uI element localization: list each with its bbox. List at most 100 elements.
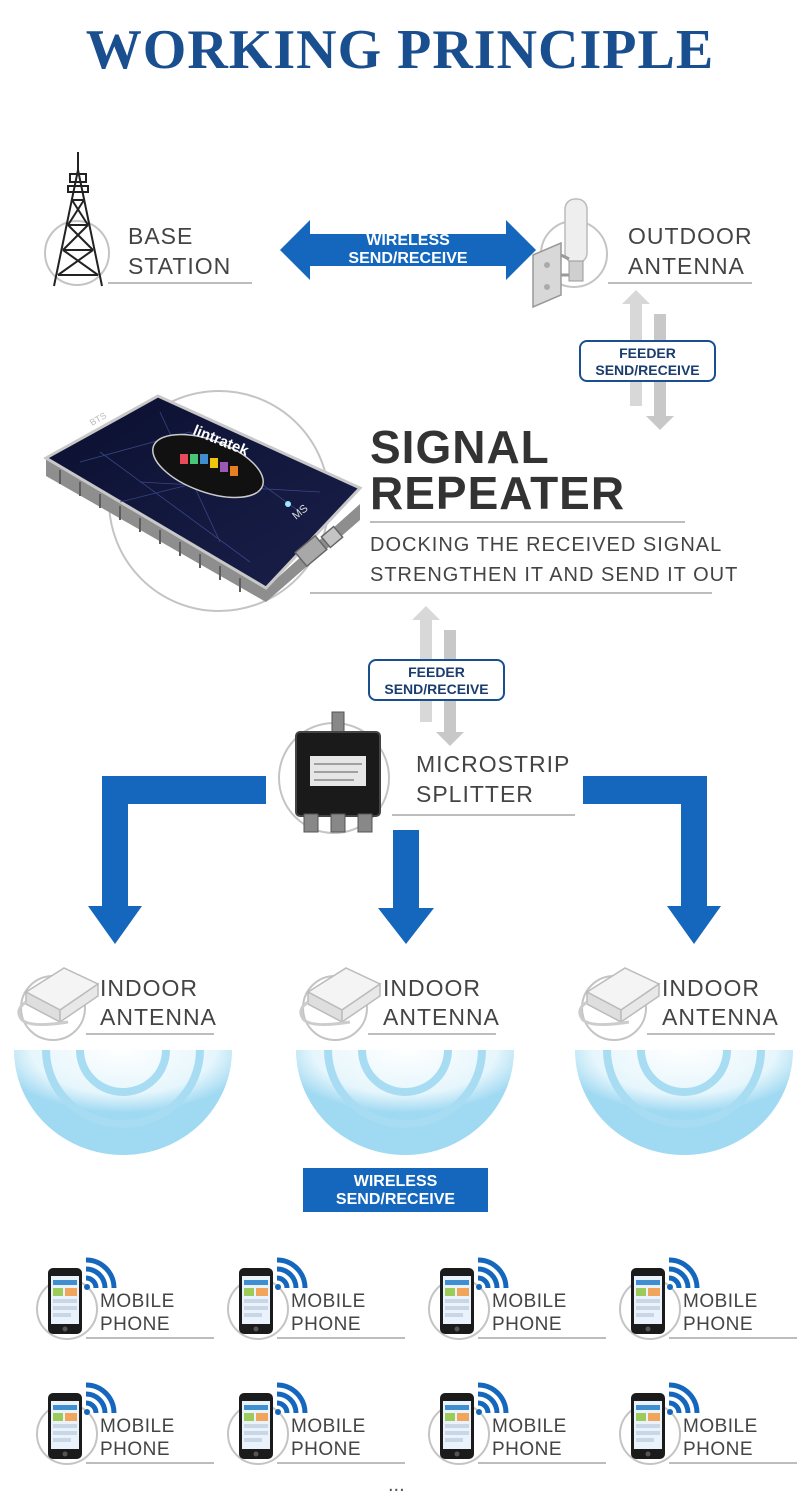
feeder-top-label-2: SEND/RECEIVE (595, 362, 700, 378)
splitter-icon (295, 711, 381, 833)
outdoor-antenna-underline (608, 282, 752, 284)
phone-label-2: PHONE (291, 1314, 362, 1335)
wifi-signal-icon (275, 1257, 308, 1290)
phone-item: MOBILE PHONE (428, 1381, 618, 1481)
outdoor-antenna-icon (532, 198, 588, 309)
phone-icon (631, 1268, 665, 1334)
phone-item: MOBILE PHONE (619, 1381, 800, 1481)
phone-label-1: MOBILE (100, 1416, 175, 1437)
feeder-bottom-box: FEEDER SEND/RECEIVE (368, 659, 505, 701)
phone-underline (669, 1337, 797, 1339)
wireless-bottom-label-1: WIRELESS (353, 1173, 438, 1190)
wave-group (296, 1049, 514, 1155)
base-station-label-1: BASE (128, 223, 194, 249)
phone-underline (478, 1462, 606, 1464)
wifi-signal-icon (476, 1382, 509, 1415)
indoor-antenna-label-2: ANTENNA (383, 1004, 500, 1030)
indoor-antenna-icon (299, 967, 382, 1027)
feeder-top-box: FEEDER SEND/RECEIVE (579, 340, 716, 382)
repeater-title-underline (370, 521, 685, 523)
wifi-signal-icon (476, 1257, 509, 1290)
feeder-bottom-label-2: SEND/RECEIVE (384, 681, 489, 697)
phone-icon (48, 1393, 82, 1459)
wifi-signal-icon (667, 1257, 700, 1290)
base-station-label-2: STATION (128, 253, 232, 279)
phone-label-1: MOBILE (492, 1291, 567, 1312)
wave-group (575, 1049, 793, 1155)
phone-item: MOBILE PHONE (428, 1256, 618, 1356)
wireless-bottom-box: WIRELESS SEND/RECEIVE (303, 1168, 488, 1212)
wifi-signal-icon (84, 1257, 117, 1290)
phone-underline (277, 1462, 405, 1464)
ellipsis: ... (388, 1474, 405, 1496)
phone-underline (478, 1337, 606, 1339)
phone-underline (86, 1337, 214, 1339)
phone-item: MOBILE PHONE (227, 1381, 417, 1481)
indoor-antenna-underline (647, 1033, 775, 1035)
feeder-top-label-1: FEEDER (619, 345, 676, 361)
wifi-signal-icon (275, 1382, 308, 1415)
distribution-arrow-center (378, 830, 434, 944)
indoor-antenna-underline (86, 1033, 214, 1035)
wifi-signal-icon (84, 1382, 117, 1415)
wave-group (14, 1049, 232, 1155)
phone-icon (239, 1393, 273, 1459)
repeater-desc-1: DOCKING THE RECEIVED SIGNAL (370, 534, 723, 556)
splitter-label-1: MICROSTRIP (416, 751, 571, 777)
tower-icon (53, 152, 103, 287)
wireless-bottom-label-2: SEND/RECEIVE (335, 1191, 456, 1208)
distribution-arrow-right (583, 776, 721, 944)
indoor-antenna-label-1: INDOOR (100, 975, 198, 1001)
phone-icon (239, 1268, 273, 1334)
phone-label-2: PHONE (683, 1439, 754, 1460)
repeater-title-1: SIGNAL (370, 421, 550, 473)
outdoor-antenna-label-1: OUTDOOR (628, 223, 753, 249)
phone-label-2: PHONE (492, 1314, 563, 1335)
phone-underline (669, 1462, 797, 1464)
phone-item: MOBILE PHONE (36, 1256, 226, 1356)
phone-icon (440, 1268, 474, 1334)
feeder-bottom-label-1: FEEDER (408, 664, 465, 680)
phone-label-1: MOBILE (683, 1416, 758, 1437)
phone-label-1: MOBILE (683, 1291, 758, 1312)
phone-icon (48, 1268, 82, 1334)
phone-underline (86, 1462, 214, 1464)
wireless-top-label-1: WIRELESS (366, 232, 450, 249)
phone-label-2: PHONE (291, 1439, 362, 1460)
indoor-antenna-label-1: INDOOR (662, 975, 760, 1001)
page-title: WORKING PRINCIPLE (85, 19, 715, 81)
repeater-desc-underline (310, 592, 712, 594)
phone-icon (440, 1393, 474, 1459)
phone-label-1: MOBILE (492, 1416, 567, 1437)
phone-label-2: PHONE (492, 1439, 563, 1460)
repeater-desc-2: STRENGTHEN IT AND SEND IT OUT (370, 564, 739, 586)
splitter-underline (392, 814, 575, 816)
base-station-underline (108, 282, 252, 284)
splitter-label-2: SPLITTER (416, 781, 534, 807)
wireless-double-arrow (280, 220, 536, 280)
phone-label-1: MOBILE (291, 1416, 366, 1437)
outdoor-antenna-label-2: ANTENNA (628, 253, 745, 279)
wifi-signal-icon (667, 1382, 700, 1415)
phone-item: MOBILE PHONE (227, 1256, 417, 1356)
phone-item: MOBILE PHONE (619, 1256, 800, 1356)
indoor-antenna-label-2: ANTENNA (662, 1004, 779, 1030)
indoor-antenna-underline (368, 1033, 496, 1035)
repeater-title-2: REPEATER (370, 467, 626, 519)
phone-label-1: MOBILE (100, 1291, 175, 1312)
indoor-antenna-icon (578, 967, 661, 1027)
wireless-top-label-2: SEND/RECEIVE (348, 250, 468, 267)
indoor-antenna-label-1: INDOOR (383, 975, 481, 1001)
phone-label-1: MOBILE (291, 1291, 366, 1312)
signal-waves (14, 1049, 793, 1155)
phone-underline (277, 1337, 405, 1339)
phone-icon (631, 1393, 665, 1459)
phone-label-2: PHONE (100, 1314, 171, 1335)
distribution-arrow-left (88, 776, 266, 944)
repeater-device-icon: lintratek BTS MS (42, 394, 363, 602)
phone-label-2: PHONE (100, 1439, 171, 1460)
phone-label-2: PHONE (683, 1314, 754, 1335)
phone-item: MOBILE PHONE (36, 1381, 226, 1481)
indoor-antenna-label-2: ANTENNA (100, 1004, 217, 1030)
indoor-antenna-icon (17, 967, 100, 1027)
